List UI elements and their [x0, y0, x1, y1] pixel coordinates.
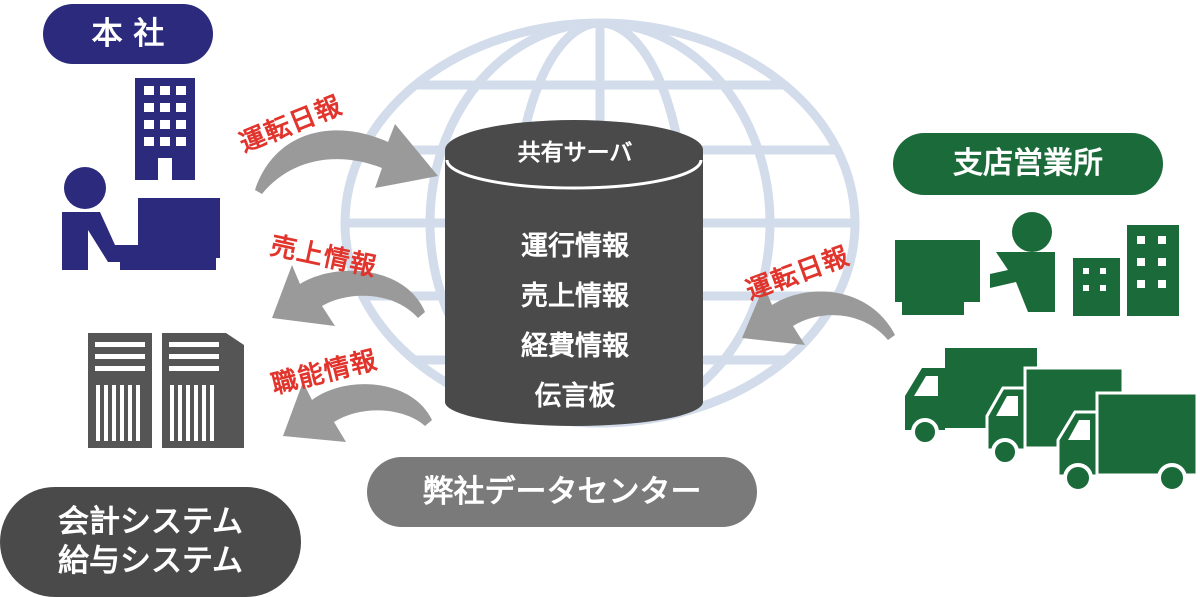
datacenter-label-text: 弊社データセンター	[422, 473, 702, 510]
server-rack-icon	[88, 333, 244, 448]
payroll-system-text: 給与システム	[57, 543, 244, 579]
server-item-expense-info: 経費情報	[521, 331, 629, 362]
server-item-sales-info: 売上情報	[521, 281, 629, 312]
server-item-message-board: 伝言板	[534, 381, 616, 412]
arrow-server-to-hq	[272, 265, 425, 326]
arrow-branch-to-server	[742, 286, 895, 345]
server-info-list: 運行情報 売上情報 経費情報 伝言板	[450, 222, 700, 422]
arrow-hq-to-server	[255, 124, 438, 194]
shared-server-cylinder	[445, 120, 703, 426]
hq-building-icon	[135, 78, 195, 180]
branch-person-at-computer-icon	[895, 212, 1055, 315]
accounting-system-text: 会計システム	[57, 504, 244, 541]
branch-office-label-text: 支店営業所	[953, 146, 1103, 182]
server-item-operation-info: 運行情報	[521, 231, 629, 262]
truck-icon	[1056, 391, 1199, 493]
branch-building-icon	[1073, 225, 1179, 316]
hq-person-at-computer-icon	[62, 167, 220, 270]
headquarters-label: 本 社	[43, 4, 213, 64]
server-title: 共有サーバ	[517, 140, 633, 166]
branch-office-label: 支店営業所	[893, 133, 1163, 195]
datacenter-label: 弊社データセンター	[367, 457, 757, 527]
accounting-systems-label: 会計システム 給与システム	[0, 487, 301, 597]
arrow-server-to-accounting	[283, 382, 432, 442]
headquarters-label-text: 本 社	[91, 15, 165, 52]
